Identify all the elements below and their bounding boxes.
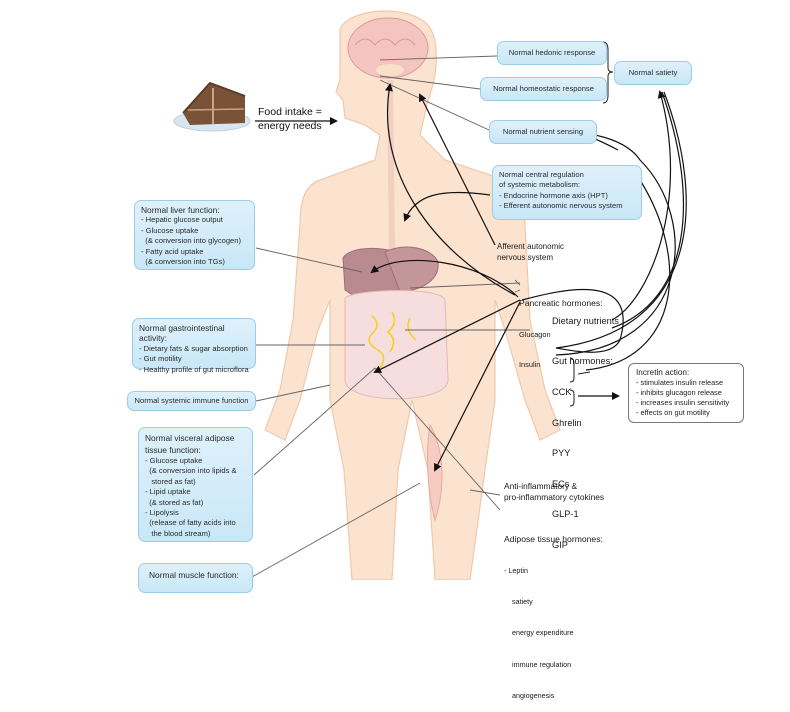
gut-hormones-title: Gut hormones: (552, 356, 613, 367)
esophagus (387, 79, 395, 256)
homeostatic-response-box: Normal homeostatic response (480, 77, 607, 101)
brain (347, 17, 429, 79)
food-intake-line1: Food intake = (258, 106, 322, 118)
pancreatic-hormones-label: Pancreatic hormones: Glucagon Insulin (519, 277, 603, 379)
liver-function-item: - Hepatic glucose output (141, 215, 223, 225)
adipose-function-item: stored as fat) (145, 476, 196, 486)
gut-hormone-item: GIP (552, 540, 568, 551)
adipose-function-item: (& stored as fat) (145, 497, 204, 507)
gastrointestinal-item: - Healthy profile of gut microflora (139, 364, 249, 374)
cytokines-label: Anti-inflammatory & pro-inflammatory cyt… (504, 481, 605, 502)
braces (569, 41, 614, 407)
central-regulation-item: - Efferent autonomic nervous system (499, 201, 623, 211)
thigh-muscle (427, 423, 443, 522)
adipose-hormone-item: angiogenesis (504, 690, 555, 700)
liver-function-item: (& conversion into TGs) (141, 257, 225, 267)
adipose-function-box: Normal visceral adipose tissue function:… (138, 427, 253, 542)
mesenteric-nerves (368, 311, 417, 369)
gut-hormone-item: PYY (552, 448, 571, 459)
gut-hormone-item: CCK (552, 387, 572, 398)
gut-hormone-item: Ghrelin (552, 417, 582, 428)
central-regulation-title: Normal central regulation of systemic me… (499, 170, 584, 190)
incretin-action-item: - increases insulin sensitivity (636, 398, 730, 407)
adipose-function-item: - Lipid uptake (145, 487, 191, 497)
liver-function-title: Normal liver function: (141, 205, 220, 215)
adipose-function-item: (release of fatty acids into (145, 518, 236, 528)
pancreatic-hormones-title: Pancreatic hormones: (519, 298, 603, 308)
adipose-function-item: - Glucose uptake (145, 456, 203, 465)
afferent-nervous-system-label: Afferent autonomic nervous system (497, 242, 565, 262)
homeostatic-response-label: Normal homeostatic response (493, 83, 594, 93)
hedonic-response-box: Normal hedonic response (497, 41, 607, 65)
satiety-label: Normal satiety (628, 67, 678, 77)
adipose-hormones-title: Adipose tissue hormones: (504, 534, 603, 544)
dietary-nutrients-label: Dietary nutrients (552, 316, 619, 326)
muscle-function-box: Normal muscle function: (138, 563, 253, 593)
satiety-box: Normal satiety (614, 61, 692, 85)
gut-hormone-item: GLP-1 (552, 509, 579, 520)
anatomy-illustration (173, 10, 687, 580)
gut-hormones-label: Gut hormones: CCK Ghrelin PYY ECs GLP-1 … (552, 336, 613, 560)
hedonic-response-label: Normal hedonic response (508, 47, 596, 57)
gastrointestinal-item: - Gut motility (139, 354, 182, 364)
gastrointestinal-box: Normal gastrointestinal activity: - Diet… (132, 318, 256, 374)
liver-function-item: - Glucose uptake (141, 225, 199, 235)
incretin-action-title: Incretin action: (636, 368, 690, 377)
central-regulation-item: - Endocrine hormone axis (HPT) (499, 190, 608, 200)
adipose-function-item: - Lipolysis (145, 508, 179, 518)
liver-function-box: Normal liver function: - Hepatic glucose… (134, 200, 255, 270)
nutrient-sensing-label: Normal nutrient sensing (502, 126, 584, 136)
muscle-function-label: Normal muscle function: (149, 570, 239, 580)
incretin-action-item: - effects on gut motility (636, 408, 710, 417)
nutrient-sensing-box: Normal nutrient sensing (489, 120, 597, 144)
adipose-hormone-item: satiety (504, 597, 533, 607)
incretin-action-box: Incretin action: - stimulates insulin re… (628, 363, 744, 423)
gastrointestinal-item: - Dietary fats & sugar absorption (139, 343, 248, 353)
cake-icon (173, 81, 251, 132)
gut-hormone-item: ECs (552, 478, 570, 489)
pancreatic-hormone-item: Glucagon (519, 329, 551, 339)
adipose-function-title: Normal visceral adipose tissue function: (145, 433, 235, 455)
pancreatic-hormone-item: Insulin (519, 359, 541, 369)
liver-function-item: - Fatty acid uptake (141, 246, 204, 256)
adipose-function-item: (& conversion into lipids & (145, 466, 237, 476)
central-regulation-box: Normal central regulation of systemic me… (492, 165, 642, 220)
immune-function-box: Normal systemic immune function (127, 391, 256, 411)
adipose-hormones-label: Adipose tissue hormones: - Leptin satiet… (504, 512, 603, 712)
liver-function-item: (& conversion into glycogen) (141, 236, 242, 246)
incretin-action-item: - inhibits glucagon release (636, 388, 722, 397)
adipose-hormone-item: immune regulation (504, 659, 572, 669)
adipose-hormone-item: - Leptin (504, 566, 528, 575)
food-intake-line2: energy needs (258, 120, 322, 132)
connector-lines (251, 55, 530, 578)
immune-function-label: Normal systemic immune function (134, 395, 249, 405)
adipose-hormone-item: energy expenditure (504, 628, 574, 638)
gastrointestinal-title: Normal gastrointestinal activity: (139, 323, 225, 344)
incretin-action-item: - stimulates insulin release (636, 378, 724, 387)
food-intake-label: Food intake = energy needs (258, 106, 322, 133)
adipose-function-item: the blood stream) (145, 528, 211, 538)
